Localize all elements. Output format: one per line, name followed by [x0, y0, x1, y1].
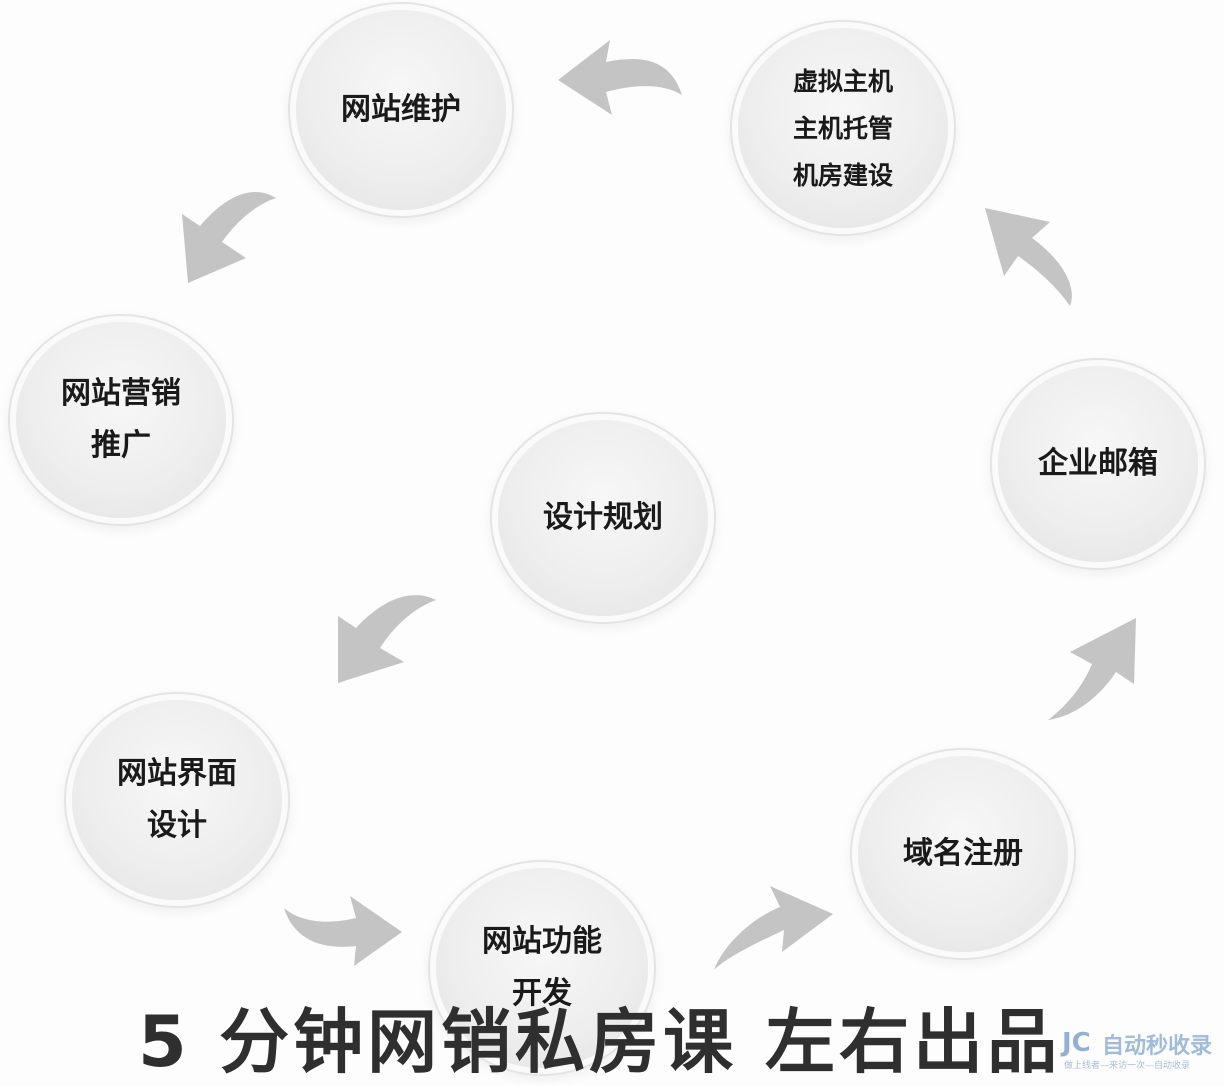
- node-website-marketing: 网站营销 推广: [16, 322, 226, 518]
- curved-arrow-icon: [182, 191, 276, 283]
- node-domain-registration: 域名注册: [858, 756, 1068, 952]
- node-label-line: 网站营销: [61, 376, 181, 411]
- node-label-line: 域名注册: [903, 836, 1023, 871]
- curved-arrow-icon: [338, 595, 436, 683]
- node-label-line: 网站界面: [117, 756, 237, 791]
- curved-arrow-icon: [714, 886, 833, 970]
- curved-arrow-icon: [985, 208, 1072, 306]
- node-design-planning: 设计规划: [498, 420, 708, 616]
- curved-arrow-icon: [284, 896, 402, 966]
- node-label-line: 网站功能: [482, 924, 602, 959]
- node-hosting: 虚拟主机 主机托管 机房建设: [738, 28, 948, 228]
- node-label-line: 网站维护: [341, 92, 461, 127]
- course-banner: 5 分钟网销私房课左右出品: [138, 998, 1061, 1086]
- node-label-line: 推广: [91, 428, 151, 463]
- node-label-line: 设计: [147, 808, 207, 843]
- node-label-line: 机房建设: [792, 160, 893, 190]
- node-label-line: 开发: [512, 976, 572, 1011]
- node-label-line: 主机托管: [792, 113, 893, 143]
- banner-course-title: 5 分钟网销私房课: [138, 1001, 738, 1083]
- watermark-logo-icon: JC: [1062, 1028, 1091, 1058]
- node-ui-design: 网站界面 设计: [72, 700, 282, 900]
- node-feature-development: 网站功能 开发: [436, 868, 648, 1068]
- banner-producer: 左右出品: [765, 1001, 1062, 1083]
- watermark-subtitle: 做上线者—来访一次—自动收录: [1064, 1061, 1191, 1071]
- node-enterprise-email: 企业邮箱: [998, 366, 1198, 562]
- node-label-line: 设计规划: [543, 500, 663, 535]
- site-watermark: JC 自动秒收录 做上线者—来访一次—自动收录: [1062, 1024, 1212, 1080]
- node-label-line: 虚拟主机: [792, 66, 893, 96]
- curved-arrow-icon: [1048, 618, 1136, 720]
- node-label-line: 企业邮箱: [1038, 446, 1158, 481]
- curved-arrow-icon: [558, 40, 682, 115]
- watermark-title: 自动秒收录: [1102, 1034, 1213, 1059]
- node-website-maintenance: 网站维护: [296, 10, 506, 210]
